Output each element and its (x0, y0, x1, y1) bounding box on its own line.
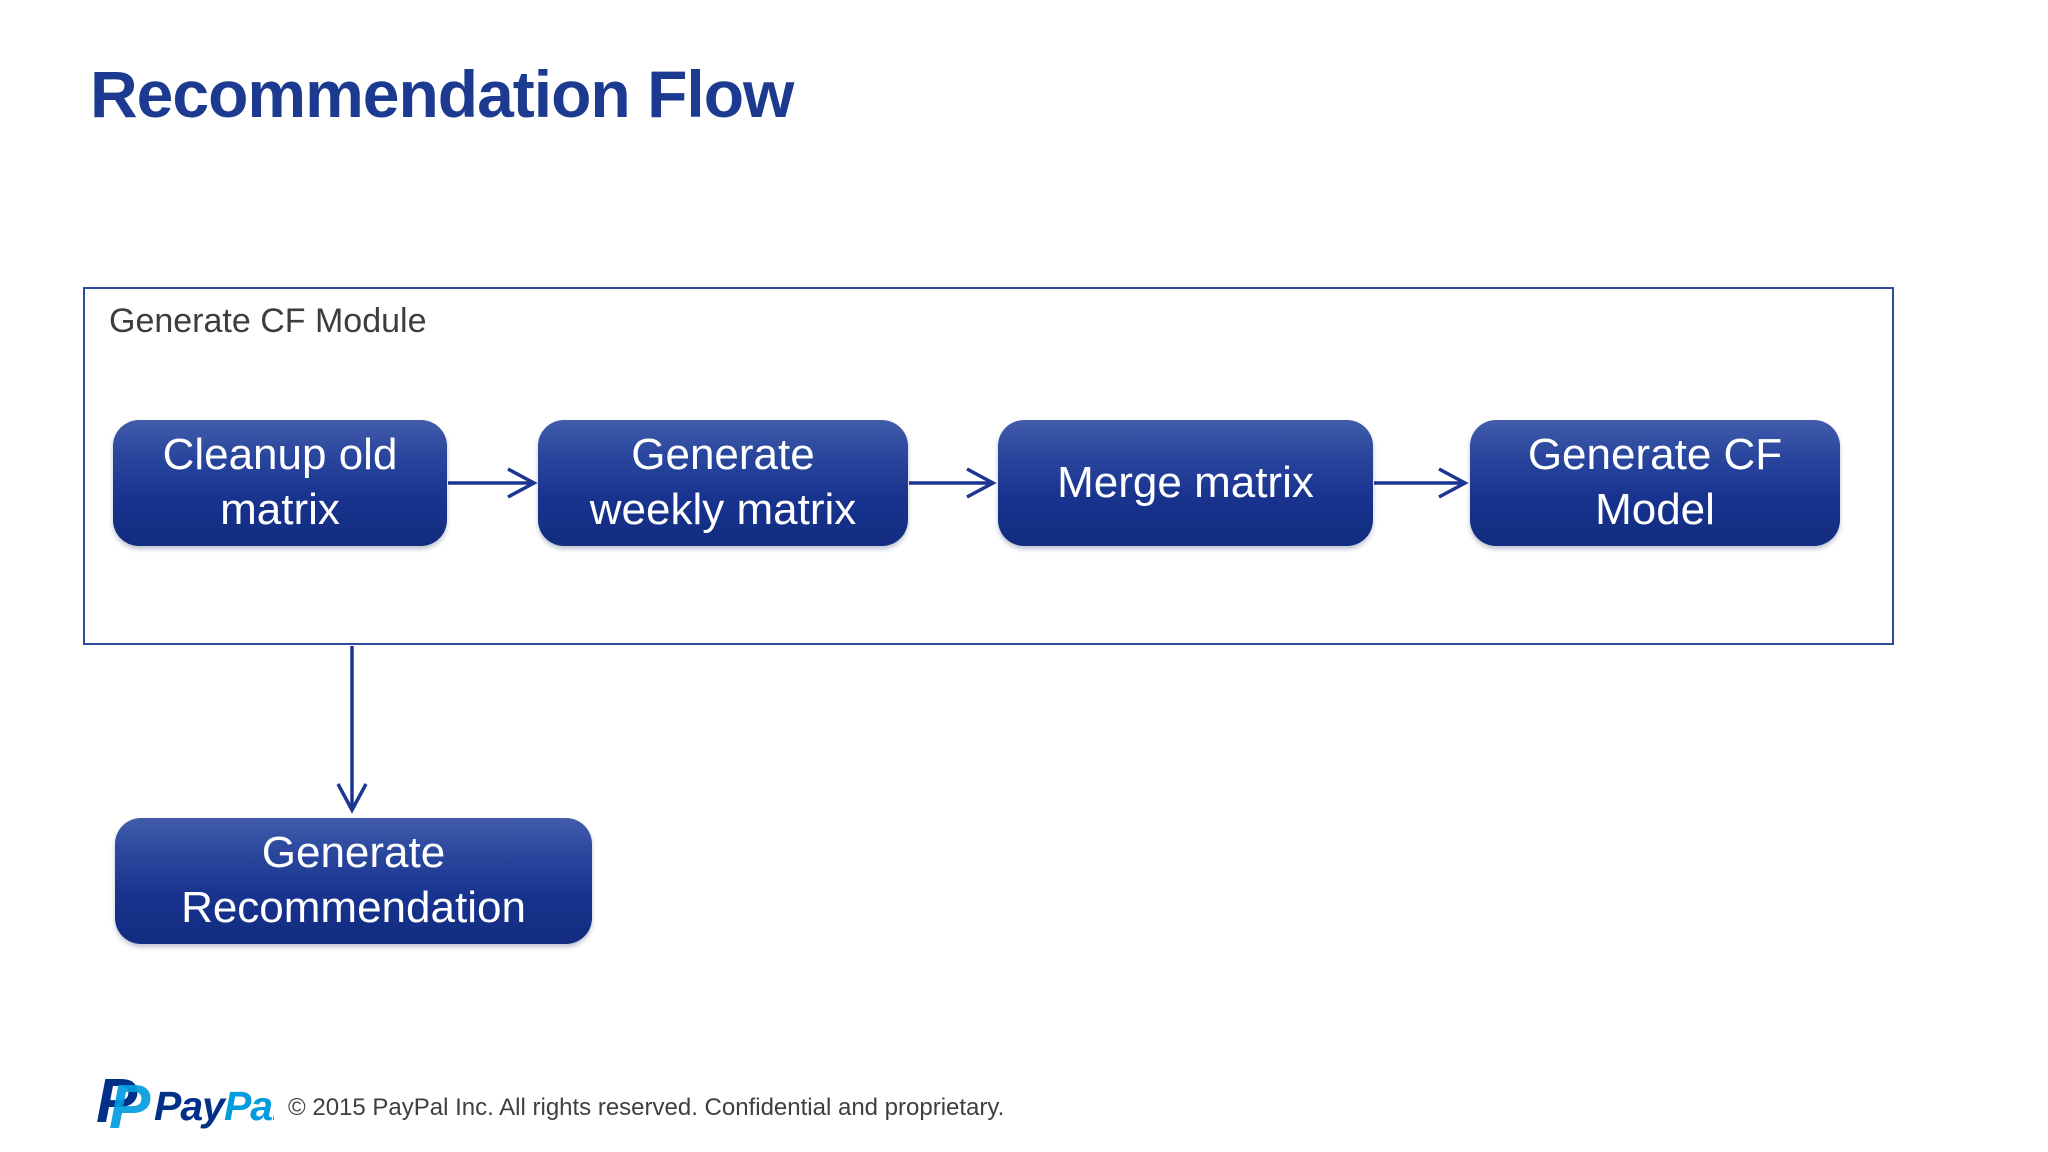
slide-footer: P P PayPal © 2015 PayPal Inc. All rights… (94, 1072, 1004, 1138)
flow-node-cleanup-old-matrix: Cleanup old matrix (113, 420, 447, 546)
flow-node-label: Generate CF Model (1527, 430, 1783, 534)
paypal-logo: P P PayPal (96, 1072, 274, 1138)
svg-text:P: P (96, 1072, 138, 1136)
flow-node-generate-weekly-matrix: Generate weekly matrix (538, 420, 908, 546)
generate-cf-module-group-box: Generate CF Module (83, 287, 1894, 645)
flow-node-merge-matrix: Merge matrix (998, 420, 1373, 546)
arrow-icon-module-to-recommendation (336, 646, 368, 814)
svg-text:P: P (109, 1073, 151, 1138)
paypal-monogram-icon: P P (96, 1072, 151, 1138)
flow-node-label: Generate Recommendation (181, 828, 526, 932)
flow-node-label: Cleanup old matrix (162, 430, 398, 534)
flow-node-generate-cf-model: Generate CF Model (1470, 420, 1840, 546)
flow-node-generate-recommendation: Generate Recommendation (115, 818, 592, 944)
flow-node-label: Generate weekly matrix (589, 430, 857, 534)
copyright-text: © 2015 PayPal Inc. All rights reserved. … (288, 1094, 1005, 1121)
group-box-label: Generate CF Module (109, 302, 427, 340)
flow-node-label: Merge matrix (1057, 457, 1314, 507)
paypal-wordmark: PayPal (154, 1083, 274, 1129)
page-title: Recommendation Flow (90, 57, 794, 131)
